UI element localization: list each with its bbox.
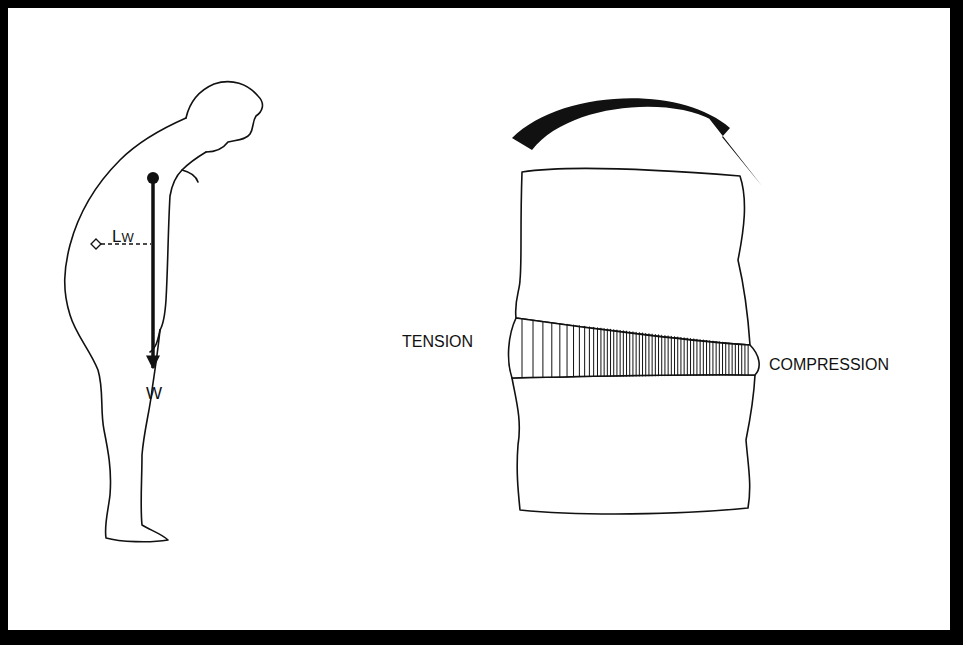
- disc-fiber: [735, 343, 736, 375]
- disc-fiber: [642, 333, 643, 377]
- disc-fibers: [522, 319, 748, 378]
- disc-fiber: [709, 340, 710, 375]
- disc-fiber: [616, 330, 617, 377]
- disc-fiber: [671, 336, 672, 376]
- disc-fiber: [722, 342, 723, 376]
- disc-fiber: [725, 342, 726, 375]
- disc-fiber: [668, 336, 669, 377]
- disc-fiber: [703, 340, 704, 376]
- person-outline: [65, 82, 263, 542]
- disc-fiber: [677, 337, 678, 376]
- disc-fiber: [584, 326, 585, 377]
- disc-fiber: [551, 322, 552, 377]
- compression-label: COMPRESSION: [769, 357, 889, 373]
- disc-fiber: [690, 338, 691, 376]
- disc-fiber: [620, 330, 621, 377]
- arm-outline: [160, 152, 206, 330]
- disc-fiber: [573, 325, 574, 378]
- disc-fiber: [542, 321, 543, 378]
- disc-fiber: [706, 340, 707, 376]
- disc-fiber: [700, 339, 701, 375]
- disc-fiber: [613, 329, 614, 376]
- disc-fiber: [626, 331, 627, 377]
- disc-fiber: [639, 332, 640, 376]
- disc-fiber: [655, 334, 656, 376]
- disc-fiber: [579, 325, 580, 377]
- weight-label: W: [146, 385, 162, 402]
- disc-fiber: [732, 343, 733, 375]
- disc-fiber: [636, 332, 637, 377]
- tension-label: TENSION: [402, 334, 473, 350]
- disc-fiber: [604, 328, 605, 377]
- disc-fiber: [684, 337, 685, 375]
- disc-fiber: [645, 333, 646, 376]
- intervertebral-disc: [509, 318, 760, 378]
- disc-fiber: [629, 331, 630, 376]
- disc-fiber: [693, 339, 694, 376]
- disc-fiber: [610, 329, 611, 377]
- disc-fiber: [687, 338, 688, 376]
- disc-fiber: [741, 344, 742, 375]
- disc-fiber: [597, 327, 598, 377]
- disc-fiber: [696, 339, 697, 376]
- disc-fiber: [533, 320, 534, 378]
- disc-fiber: [593, 327, 594, 377]
- disc-fiber: [522, 319, 523, 378]
- disc-fiber: [559, 323, 560, 377]
- disc-fiber: [648, 333, 649, 376]
- disc-fiber: [567, 324, 568, 377]
- lower-vertebra: [512, 375, 755, 514]
- disc-fiber: [712, 341, 713, 376]
- disc-fiber: [658, 334, 659, 376]
- upper-vertebra: [516, 169, 750, 345]
- disc-fiber: [623, 330, 624, 376]
- disc-fiber: [728, 343, 729, 376]
- rotation-arrow: [512, 98, 762, 186]
- page-background: [8, 8, 950, 630]
- disc-fiber: [719, 341, 720, 375]
- disc-fiber: [748, 345, 749, 375]
- disc-fiber: [652, 334, 653, 377]
- disc-fiber: [589, 326, 590, 377]
- disc-fiber: [632, 331, 633, 376]
- weight-arrow: [151, 178, 155, 368]
- vertebrae: [509, 169, 760, 514]
- disc-fiber: [738, 344, 739, 376]
- disc-fiber: [680, 337, 681, 376]
- moment-arm-label: LW: [112, 228, 134, 245]
- shoulder-outline: [182, 170, 198, 182]
- disc-fiber: [664, 335, 665, 376]
- disc-fiber: [600, 328, 601, 377]
- disc-fiber: [661, 335, 662, 376]
- disc-fiber: [674, 336, 675, 376]
- disc-fiber: [716, 341, 717, 375]
- disc-fiber: [607, 329, 608, 377]
- head-outline: [186, 82, 262, 152]
- back-outline: [65, 118, 186, 542]
- disc-fiber: [744, 344, 745, 375]
- pivot-diamond: [91, 239, 101, 249]
